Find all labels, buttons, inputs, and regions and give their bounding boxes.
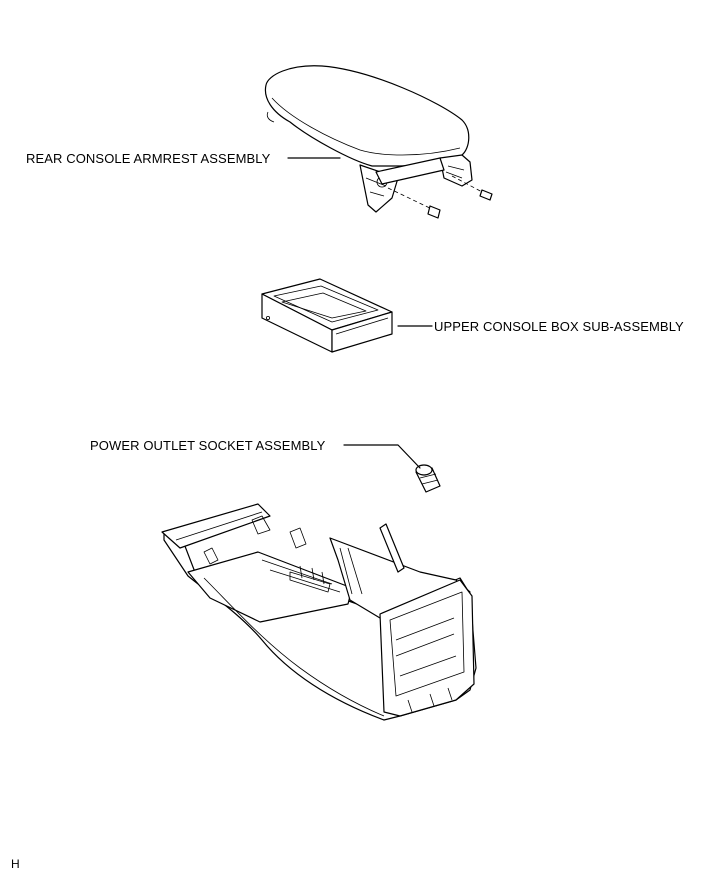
upper-console-box-sub-assembly: [261, 278, 393, 353]
label-rear-console-armrest-assembly: REAR CONSOLE ARMREST ASSEMBLY: [26, 151, 271, 166]
label-upper-console-box-sub-assembly: UPPER CONSOLE BOX SUB-ASSEMBLY: [434, 319, 684, 334]
power-outlet-socket-assembly: [415, 464, 441, 493]
leader-outlet: [343, 444, 421, 469]
label-power-outlet-socket-assembly: POWER OUTLET SOCKET ASSEMBLY: [90, 438, 326, 453]
bolt-1: [427, 205, 441, 219]
rear-console-armrest-assembly: [264, 65, 493, 219]
figure-code: H: [11, 857, 20, 871]
bolt-2: [479, 189, 493, 201]
console-box-body: [161, 503, 477, 721]
